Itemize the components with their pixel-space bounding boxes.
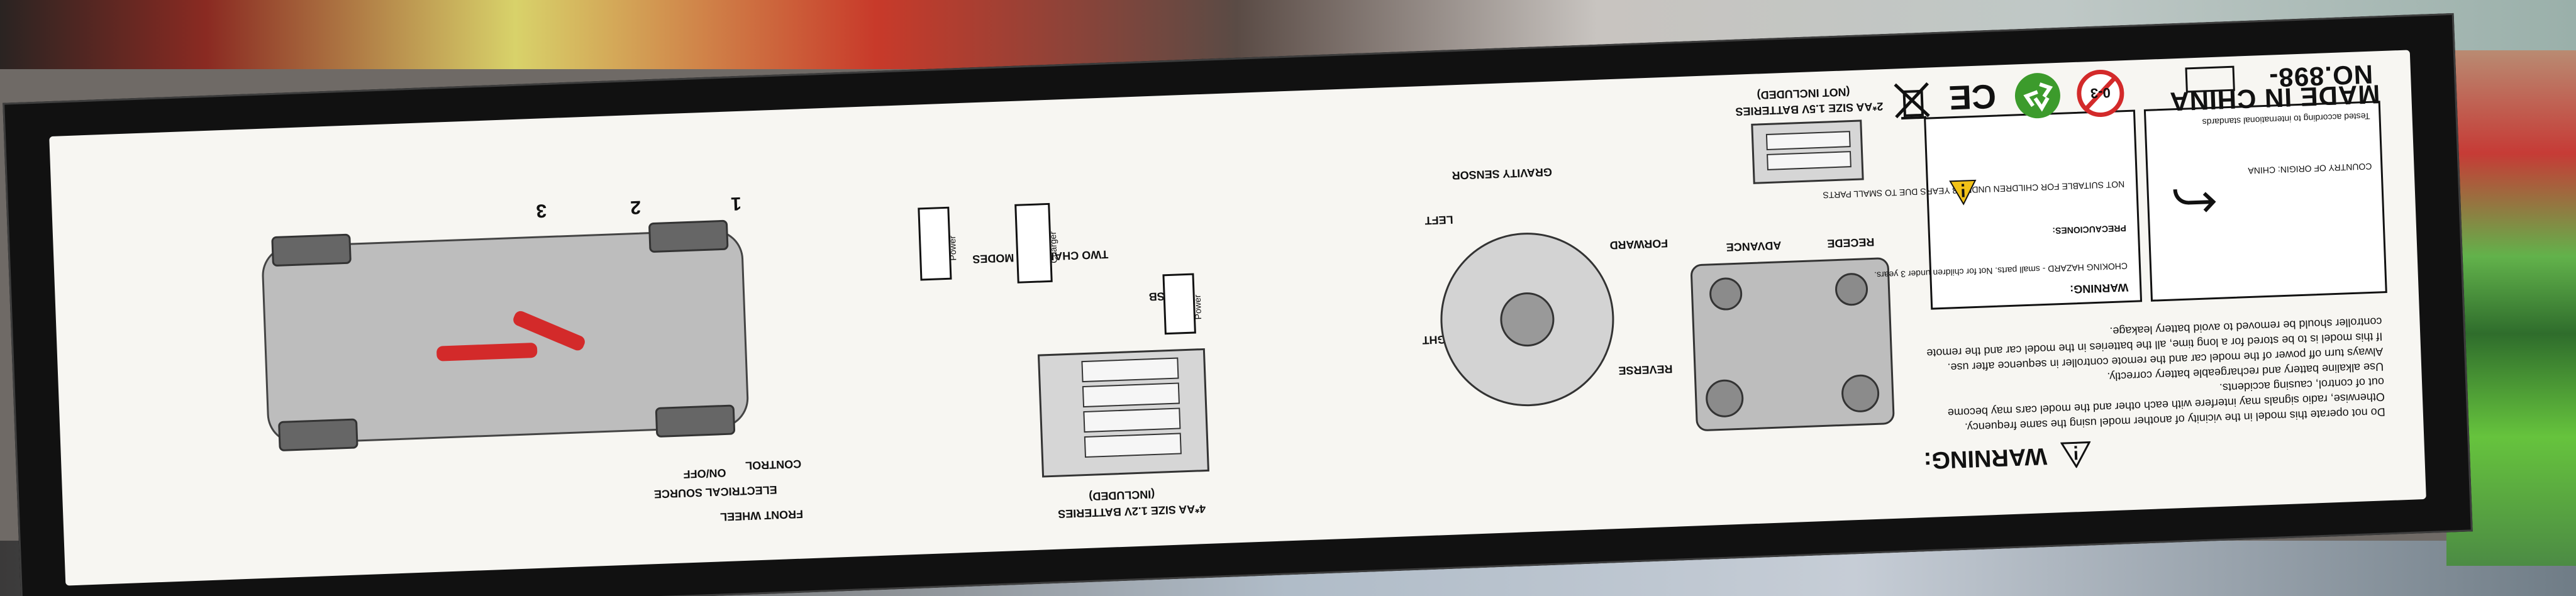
wheel-front-right (278, 418, 358, 451)
warning-and-origin-area: WARNING: Do not operate this model in th… (1823, 73, 2400, 499)
crossed-bin-icon (1883, 72, 1940, 129)
remote-battery-pack (1751, 119, 1864, 184)
label-gravity-sensor: GRAVITY SENSOR (1452, 165, 1553, 182)
label-reverse: REVERSE (1618, 362, 1673, 377)
no-under-3-icon: 0-3 (2072, 65, 2129, 122)
wheel-rear-left (648, 219, 729, 253)
remote-knob-3 (1835, 272, 1868, 307)
assembly-diagram-area: FRONT WHEEL ELECTRICAL SOURCE ON/OFF CON… (105, 155, 804, 558)
recycle-icon (2009, 67, 2066, 124)
ce-mark-icon: CE (1946, 69, 2003, 126)
choking-text: CHOKING HAZARD - small parts. Not for ch… (1874, 261, 2128, 280)
label-control: CONTROL (745, 457, 802, 472)
label-recede: RECEDE (1826, 235, 1875, 250)
remote-battery-cell-2 (1765, 131, 1851, 151)
red-arrow-1 (436, 342, 538, 361)
usb-power-box (1162, 273, 1196, 335)
bottom-marks: MADE IN CHINA NO.898- 0-3 CE (1882, 60, 2399, 129)
warning-triangle-icon (2060, 441, 2092, 469)
remote-knob-1 (1841, 373, 1880, 413)
return-arrow-icon (2171, 177, 2218, 224)
marker-2: 2 (630, 196, 641, 218)
steering-controller-area: REVERSE FORWARD RIGHT LEFT GRAVITY SENSO… (1256, 143, 1677, 485)
label-included: (INCLUDED) (1088, 488, 1155, 503)
label-not-included: (NOT INCLUDED) (1757, 86, 1850, 102)
label-charger: Charger (1047, 231, 1059, 263)
battery-cell-3 (1082, 382, 1180, 408)
remote-battery-cell-1 (1767, 151, 1852, 170)
small-warning-triangle-icon (1948, 177, 1979, 207)
battery-cell-1 (1084, 433, 1182, 458)
remote-body (1690, 257, 1895, 432)
remote-knob-2 (1705, 378, 1745, 418)
safety-warning-heading: WARNING: (2069, 281, 2129, 296)
battery-cell-4 (1081, 357, 1179, 383)
label-power-wall: Power (947, 235, 958, 261)
svg-text:0-3: 0-3 (2090, 85, 2111, 101)
origin-box: COUNTRY OF ORIGIN: CHINA Tested accordin… (2143, 101, 2387, 302)
wheel-front-left (655, 404, 736, 438)
marker-1: 1 (730, 192, 742, 214)
svg-text:CE: CE (1948, 77, 1997, 117)
safety-box: WARNING: CHOKING HAZARD - small parts. N… (1823, 109, 2143, 310)
label-electrical-source: ELECTRICAL SOURCE (653, 483, 777, 501)
label-4aa: 4*AA SIZE 1.2V BATTERIES (1057, 502, 1206, 521)
label-on-off: ON/OFF (683, 466, 726, 481)
battery-cell-2 (1083, 407, 1181, 433)
model-number: NO.898- (2268, 59, 2373, 93)
white-label-panel: FRONT WHEEL ELECTRICAL SOURCE ON/OFF CON… (49, 50, 2426, 586)
country-of-origin-text: COUNTRY OF ORIGIN: CHINA (2248, 161, 2372, 176)
battery-charging-area: 4*AA SIZE 1.2V BATTERIES (INCLUDED) TWO … (884, 125, 1224, 527)
marker-3: 3 (535, 200, 547, 221)
label-power-usb: Power (1192, 294, 1204, 320)
label-front-wheel: FRONT WHEEL (719, 507, 804, 524)
car-top-view (260, 219, 750, 451)
product-box: FRONT WHEEL ELECTRICAL SOURCE ON/OFF CON… (3, 13, 2473, 596)
battery-compartment (1037, 348, 1209, 478)
warning-heading: WARNING: (1923, 443, 2048, 474)
remote-control-area: RECEDE ADVANCE 2*AA SIZE 1.5V BATTERIES … (1669, 86, 1909, 482)
label-advance: ADVANCE (1726, 239, 1782, 254)
precautions-heading: PRECAUCIONES: (2052, 223, 2127, 236)
label-forward: FORWARD (1609, 236, 1668, 252)
model-number-box (2185, 65, 2235, 93)
upside-down-label-content: FRONT WHEEL ELECTRICAL SOURCE ON/OFF CON… (49, 50, 2426, 585)
label-left: LEFT (1424, 213, 1453, 227)
remote-knob-4 (1709, 277, 1743, 311)
wheel-rear-right (271, 233, 352, 267)
label-2aa: 2*AA SIZE 1.5V BATTERIES (1735, 100, 1884, 118)
